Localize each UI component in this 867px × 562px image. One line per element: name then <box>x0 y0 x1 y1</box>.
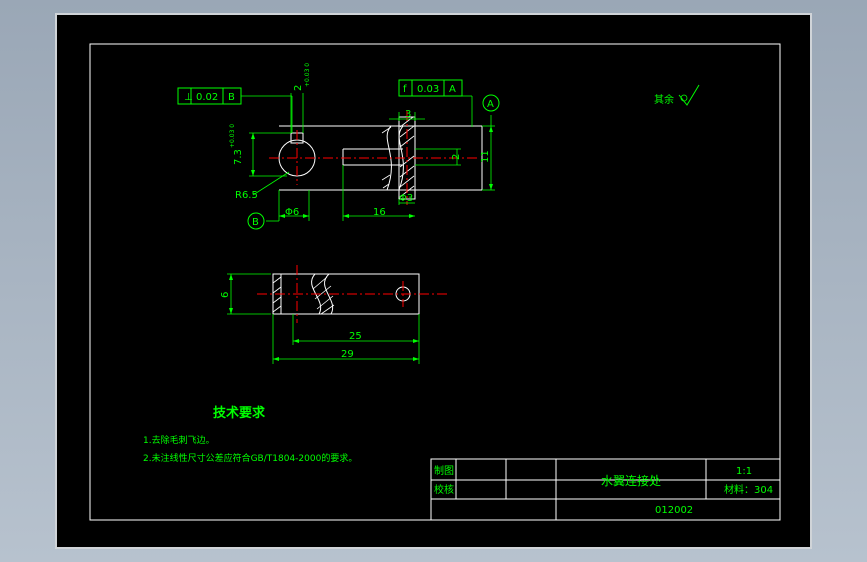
dim-radius: R6.5 <box>235 190 258 201</box>
title-checked-label: 校核 <box>434 483 454 496</box>
drawing-sheet: ⊥ 0.02 B f 0.03 A A B 2 +0.03 0 7.3 +0.0… <box>55 13 812 549</box>
hatch-top <box>272 276 335 315</box>
dimension-lines <box>227 93 495 364</box>
tolerance-frame-right: f 0.03 A <box>398 79 463 97</box>
center-lines-top <box>257 265 447 323</box>
title-scale: 1:1 <box>736 466 752 477</box>
dim-length-16: 16 <box>373 207 386 218</box>
tech-req-item-1: 1.去除毛刺飞边。 <box>143 434 215 446</box>
dim-thickness-6: 6 <box>220 292 231 298</box>
tolerance-frame-left: ⊥ 0.02 B <box>177 87 242 105</box>
tol-right-datum: A <box>449 84 456 95</box>
tol-left-datum: B <box>228 92 235 103</box>
roughness-symbol-icon <box>678 84 700 106</box>
dim-length-25: 25 <box>349 331 362 342</box>
dim-slot-tol: +0.03 0 <box>304 63 311 87</box>
title-part-name: 水翼连接处 <box>601 473 661 488</box>
arrowheads <box>229 126 493 361</box>
dim-width-2: 2 <box>451 154 462 160</box>
drawing-canvas: ⊥ 0.02 B f 0.03 A A B 2 +0.03 0 7.3 +0.0… <box>89 43 781 521</box>
tech-req-title: 技术要求 <box>213 405 266 421</box>
dim-width-3: 3 <box>405 109 411 120</box>
title-drawn-label: 制图 <box>434 464 454 477</box>
dim-hole-small: Φ3 <box>399 193 413 204</box>
svg-text:A: A <box>487 99 494 110</box>
tol-right-value: 0.03 <box>417 84 439 95</box>
dim-depth-tol: +0.03 0 <box>229 124 236 148</box>
roughness-note: 其余 <box>654 93 674 106</box>
datum-b: B <box>247 212 265 230</box>
title-block <box>430 458 781 521</box>
tol-left-symbol: ⊥ <box>184 92 193 103</box>
title-drawing-number: 012002 <box>655 505 693 516</box>
tech-req-item-2: 2.未注线性尺寸公差应符合GB/T1804-2000的要求。 <box>143 452 357 464</box>
dim-depth-left: 7.3 <box>233 149 244 165</box>
hatch-front <box>381 116 415 198</box>
tol-left-value: 0.02 <box>196 92 218 103</box>
dim-slot-width: 2 <box>293 85 304 91</box>
title-material: 材料：304 <box>724 483 773 496</box>
center-lines-front <box>269 111 477 205</box>
inner-border <box>89 43 781 521</box>
technical-requirements: 技术要求 1.去除毛刺飞边。 2.未注线性尺寸公差应符合GB/T1804-200… <box>143 405 357 464</box>
datum-a: A <box>482 94 500 112</box>
dim-length-29: 29 <box>341 349 354 360</box>
surface-roughness: 其余 <box>654 84 700 106</box>
dim-hole-dia: Φ6 <box>285 207 299 218</box>
dim-height-11: 11 <box>480 150 491 163</box>
svg-text:B: B <box>252 217 259 228</box>
tol-right-symbol: f <box>403 84 407 95</box>
